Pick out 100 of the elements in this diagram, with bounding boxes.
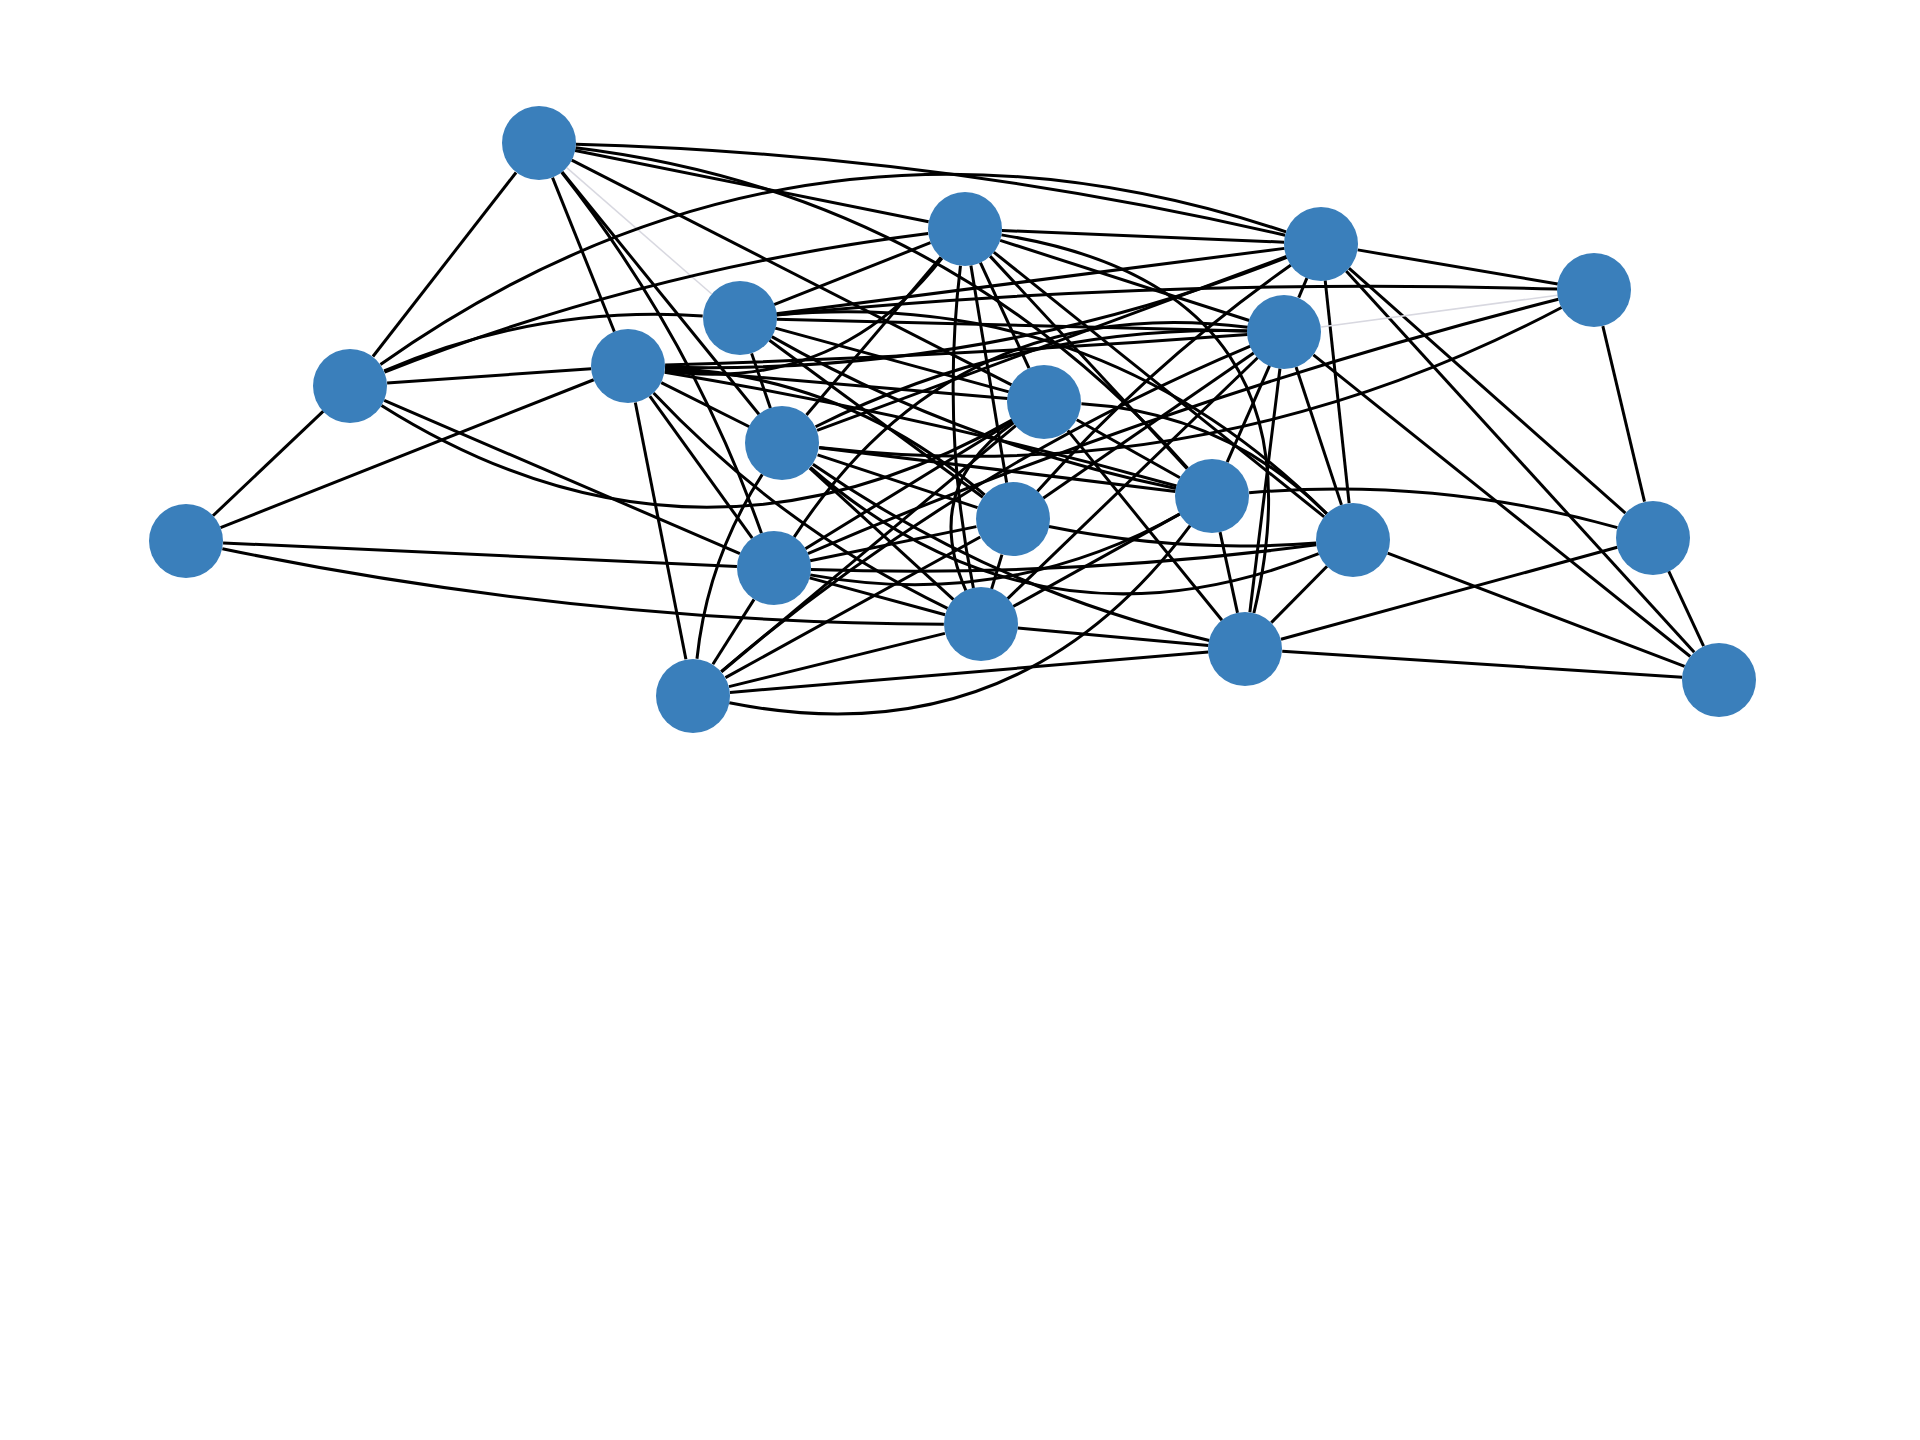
- edge-line: [1066, 429, 1224, 622]
- node-circle: [1284, 206, 1359, 281]
- edge-line: [979, 261, 1031, 369]
- edge-line: [648, 395, 754, 540]
- edge-line: [1270, 565, 1329, 624]
- edge-line: [817, 453, 978, 510]
- edge-line: [371, 171, 518, 358]
- edge-line: [1076, 418, 1181, 480]
- edge-line: [560, 171, 761, 416]
- edge-line: [807, 297, 1559, 555]
- edge-line: [1601, 325, 1646, 502]
- edge-line: [812, 463, 1210, 642]
- node-circle: [927, 191, 1002, 266]
- edge-line: [810, 543, 1317, 573]
- edge-line: [1280, 545, 1618, 641]
- edge-line: [665, 333, 1248, 367]
- node-circle: [591, 329, 666, 404]
- node-circle: [736, 531, 811, 606]
- edge-line: [804, 419, 1014, 551]
- node-circle: [702, 281, 777, 356]
- edge-line: [808, 467, 955, 601]
- edge-line: [1048, 525, 1317, 548]
- edge-line: [805, 256, 943, 417]
- edge-line: [711, 598, 756, 666]
- edge-line: [1006, 356, 1259, 600]
- edge-line: [819, 446, 1176, 493]
- edge-line: [774, 326, 1010, 394]
- edge-line: [1387, 551, 1686, 668]
- edge-line: [728, 631, 946, 689]
- edge-line: [773, 241, 932, 307]
- edge-line: [1282, 649, 1683, 679]
- edge-line: [380, 404, 1013, 509]
- edge-line: [1218, 531, 1239, 614]
- edge-line: [664, 367, 1008, 400]
- node-circle: [975, 482, 1050, 557]
- node-circle: [1007, 364, 1082, 439]
- node-circle: [1175, 458, 1250, 533]
- edge-line: [223, 541, 737, 568]
- edge-line: [729, 650, 1209, 694]
- edge-line: [1345, 270, 1696, 654]
- edge-line: [768, 339, 984, 499]
- edge-line: [1357, 248, 1559, 286]
- edge-line: [1323, 280, 1351, 504]
- edge-line: [999, 238, 1250, 322]
- edge-line: [969, 265, 1009, 483]
- edge-line: [1347, 267, 1627, 515]
- edge-line: [571, 158, 1013, 387]
- edge-line: [720, 344, 1251, 673]
- edge-line: [565, 166, 713, 295]
- edge-line: [1248, 368, 1282, 613]
- edge-line: [1001, 233, 1270, 614]
- edge-line: [652, 391, 949, 610]
- edge-line: [1042, 351, 1255, 500]
- node-circle: [1316, 503, 1391, 577]
- edge-line: [814, 329, 1248, 429]
- edge-line: [771, 335, 1177, 490]
- edge-line: [776, 284, 1558, 317]
- edge-line: [729, 524, 1192, 716]
- edge-line: [724, 535, 981, 679]
- edge-line: [574, 149, 929, 224]
- edge-line: [551, 177, 616, 333]
- edge-line: [379, 173, 1287, 366]
- edge-line: [1667, 570, 1705, 647]
- edge-line: [992, 250, 1326, 519]
- edge-line: [222, 547, 944, 626]
- edge-line: [988, 255, 1189, 470]
- edge-line: [1036, 263, 1292, 493]
- edge-line: [809, 525, 977, 563]
- edge-line: [1012, 512, 1181, 608]
- edge-line: [720, 424, 1018, 673]
- edge-line: [1081, 402, 1328, 515]
- edge-line: [816, 255, 1288, 432]
- edge-line: [750, 352, 772, 409]
- node-circle: [1247, 294, 1322, 369]
- edge-line: [660, 381, 751, 429]
- edge-line: [949, 421, 1015, 592]
- edge-line: [1297, 277, 1309, 299]
- edge-line: [1001, 229, 1285, 244]
- edge-line: [1225, 365, 1271, 463]
- edge-line: [575, 142, 1286, 237]
- edge-line: [383, 312, 703, 373]
- node-circle: [943, 587, 1018, 662]
- edge-line: [383, 398, 741, 555]
- edge-line: [990, 554, 1004, 590]
- edge-line: [560, 171, 763, 534]
- edge-line: [1312, 353, 1692, 658]
- edge-line: [633, 402, 688, 660]
- node-circle: [745, 406, 820, 481]
- edge-line: [1017, 626, 1209, 648]
- edge-line: [951, 265, 975, 589]
- edge-line: [211, 410, 325, 517]
- edge-line: [575, 146, 1189, 470]
- edge-line: [695, 473, 764, 659]
- node-circle: [313, 348, 388, 423]
- edge-line: [1249, 487, 1618, 530]
- edge-line: [387, 367, 592, 385]
- edge-line: [819, 306, 1563, 458]
- edge-line: [384, 232, 929, 374]
- edge-line: [792, 321, 1248, 539]
- edge-line: [809, 466, 1320, 596]
